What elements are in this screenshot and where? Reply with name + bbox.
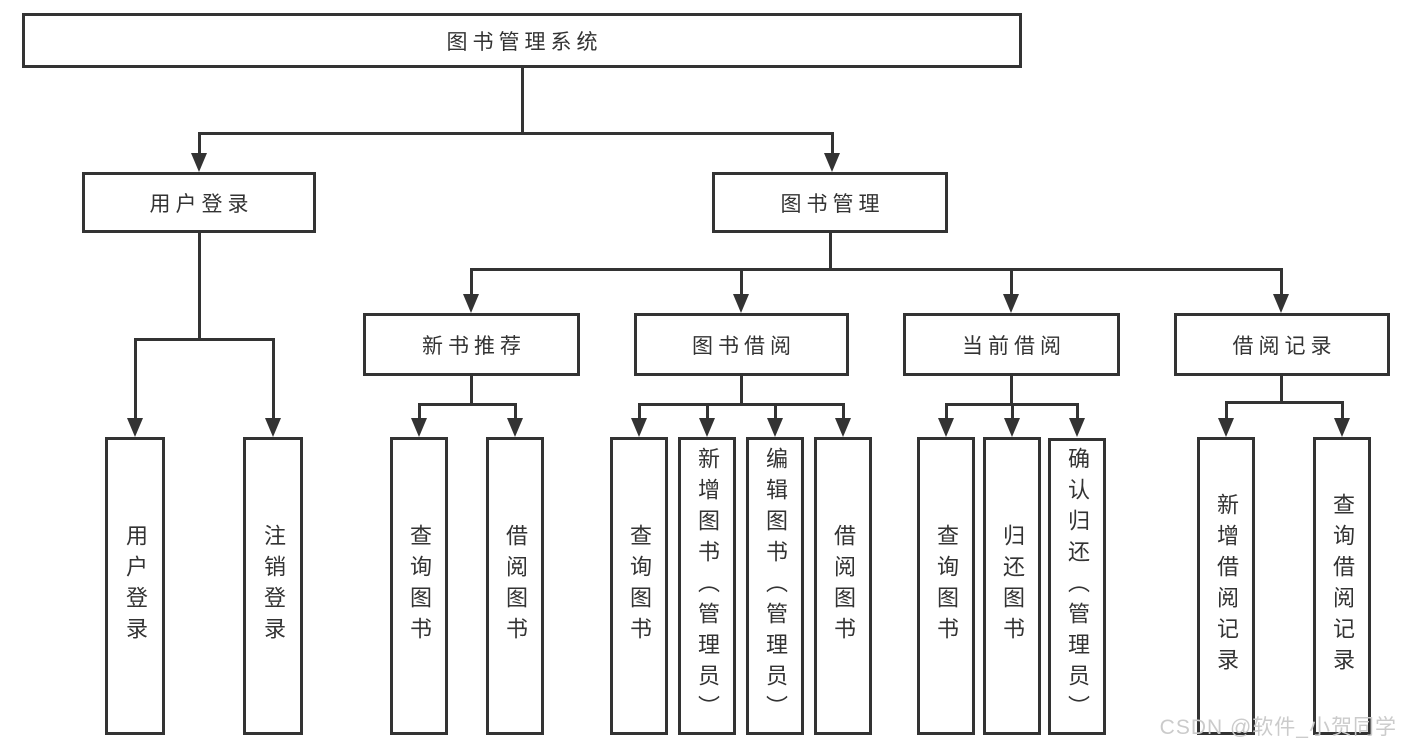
leaf-label: 用户登录 <box>123 524 148 648</box>
leaf-label: 借阅图书 <box>831 524 856 648</box>
connector-line <box>272 338 275 419</box>
arrowhead-icon <box>191 153 207 172</box>
csdn-watermark: CSDN @软件_小贺同学 <box>1159 716 1397 739</box>
arrowhead-icon <box>127 418 143 437</box>
connector-line <box>514 403 517 419</box>
connector-line <box>134 338 137 419</box>
connector-line <box>470 376 473 406</box>
arrowhead-icon <box>1069 418 1085 437</box>
connector-line <box>740 268 743 295</box>
arrowhead-icon <box>733 294 749 313</box>
connector-line <box>1010 376 1013 406</box>
arrowhead-icon <box>463 294 479 313</box>
connector-line <box>945 403 948 419</box>
node-book-borrowing: 图书借阅 <box>634 313 849 376</box>
leaf-label: 查询图书 <box>627 524 652 648</box>
node-label: 图书管理 <box>780 192 885 216</box>
leaf-user-login: 用户登录 <box>105 437 165 735</box>
connector-line <box>774 403 777 419</box>
arrowhead-icon <box>938 418 954 437</box>
connector-line <box>1011 403 1014 419</box>
arrowhead-icon <box>1334 418 1350 437</box>
node-borrowing-records: 借阅记录 <box>1174 313 1390 376</box>
leaf-current-query-books: 查询图书 <box>917 437 975 735</box>
node-label: 借阅记录 <box>1232 334 1337 358</box>
leaf-logout: 注销登录 <box>243 437 303 735</box>
connector-line <box>1225 401 1228 419</box>
leaf-borrowing-edit-books-admin: 编辑图书（管理员） <box>746 437 804 735</box>
connector-line <box>638 403 641 419</box>
connector-line <box>1280 268 1283 295</box>
leaf-current-return-books: 归还图书 <box>983 437 1041 735</box>
arrowhead-icon <box>824 153 840 172</box>
leaf-label: 确认归还（管理员） <box>1065 447 1090 726</box>
connector-line <box>706 403 709 419</box>
arrowhead-icon <box>265 418 281 437</box>
connector-line <box>198 233 201 340</box>
node-library-management-system: 图书管理系统 <box>22 13 1022 68</box>
leaf-label: 归还图书 <box>1000 524 1025 648</box>
arrowhead-icon <box>507 418 523 437</box>
connector-line <box>418 403 421 419</box>
node-label: 用户登录 <box>149 192 254 216</box>
leaf-label: 注销登录 <box>261 524 286 648</box>
arrowhead-icon <box>835 418 851 437</box>
leaf-label: 新增图书（管理员） <box>695 446 720 726</box>
leaf-label: 查询图书 <box>934 524 959 648</box>
connector-line <box>831 132 834 155</box>
leaf-recommend-borrow-books: 借阅图书 <box>486 437 544 735</box>
leaf-label: 新增借阅记录 <box>1214 493 1239 679</box>
arrowhead-icon <box>1273 294 1289 313</box>
node-current-borrowing: 当前借阅 <box>903 313 1120 376</box>
node-user-login: 用户登录 <box>82 172 316 233</box>
connector-line <box>740 376 743 406</box>
leaf-records-add-borrow-record: 新增借阅记录 <box>1197 437 1255 735</box>
connector-line <box>521 68 524 134</box>
node-label: 新书推荐 <box>422 334 526 358</box>
node-label: 当前借阅 <box>962 334 1066 358</box>
connector-line <box>1280 376 1283 404</box>
connector-line <box>198 132 834 135</box>
connector-line <box>470 268 1283 271</box>
connector-line <box>1010 268 1013 295</box>
node-new-book-recommendation: 新书推荐 <box>363 313 580 376</box>
connector-line <box>134 338 275 341</box>
arrowhead-icon <box>1218 418 1234 437</box>
leaf-borrowing-borrow-books: 借阅图书 <box>814 437 872 735</box>
connector-line <box>470 268 473 295</box>
leaf-label: 编辑图书（管理员） <box>763 446 788 726</box>
leaf-borrowing-query-books: 查询图书 <box>610 437 668 735</box>
node-label: 图书管理系统 <box>446 30 603 54</box>
connector-line <box>198 132 201 155</box>
leaf-label: 查询图书 <box>407 524 432 648</box>
arrowhead-icon <box>1003 294 1019 313</box>
leaf-label: 借阅图书 <box>503 524 528 648</box>
connector-line <box>1225 401 1344 404</box>
connector-line <box>1076 403 1079 419</box>
arrowhead-icon <box>411 418 427 437</box>
connector-line <box>638 403 845 406</box>
leaf-label: 查询借阅记录 <box>1330 493 1355 679</box>
arrowhead-icon <box>631 418 647 437</box>
arrowhead-icon <box>1004 418 1020 437</box>
node-label: 图书借阅 <box>692 334 796 358</box>
connector-line <box>829 233 832 270</box>
leaf-borrowing-add-books-admin: 新增图书（管理员） <box>678 437 736 735</box>
leaf-recommend-query-books: 查询图书 <box>390 437 448 735</box>
arrowhead-icon <box>699 418 715 437</box>
arrowhead-icon <box>767 418 783 437</box>
connector-line <box>842 403 845 419</box>
connector-line <box>418 403 517 406</box>
node-book-management: 图书管理 <box>712 172 948 233</box>
connector-line <box>1341 401 1344 419</box>
leaf-current-confirm-return-admin: 确认归还（管理员） <box>1048 438 1106 735</box>
leaf-records-query-borrow-record: 查询借阅记录 <box>1313 437 1371 735</box>
